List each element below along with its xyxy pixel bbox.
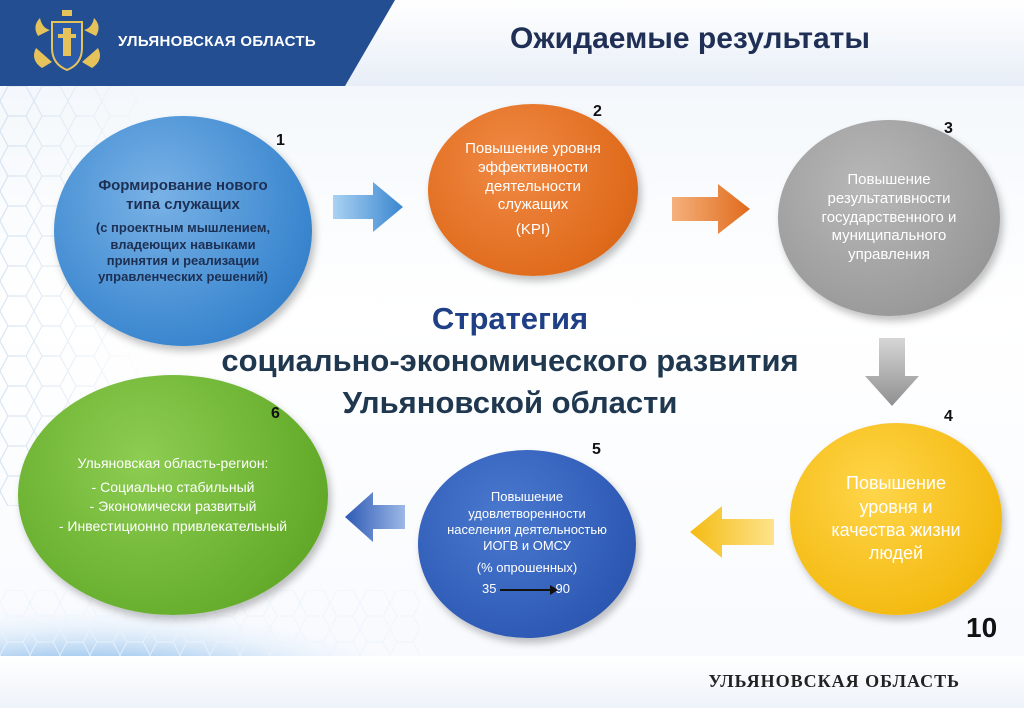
result-node-4: Повышение уровня и качества жизни людей xyxy=(790,423,1002,615)
node-number: 3 xyxy=(944,120,953,137)
strategy-title: Стратегия социально-экономического разви… xyxy=(160,298,860,424)
result-node-3: Повышение результативности государственн… xyxy=(778,120,1000,316)
arrow-right-icon xyxy=(500,584,558,595)
node-title: Повышение уровня и качества жизни людей xyxy=(831,473,961,564)
result-node-5: Повышение удовлетворенности населения де… xyxy=(418,450,636,638)
arrow-right-icon xyxy=(672,184,750,234)
node-title: Ульяновская область-регион: xyxy=(77,455,269,471)
node-list-item: - Социально стабильный xyxy=(91,478,255,495)
node-detail: (с проектным мышлением, владеющих навыка… xyxy=(95,220,271,284)
page-number: 10 xyxy=(966,612,998,643)
footer-bar xyxy=(0,656,1024,708)
node-title: Повышение результативности государственн… xyxy=(821,171,957,264)
result-node-1: Формирование нового типа служащих (с про… xyxy=(54,116,312,346)
node-list-item: - Экономически развитый xyxy=(89,498,257,514)
result-node-2: Повышение уровня эффективности деятельно… xyxy=(428,104,638,276)
node-title: Формирование нового типа служащих xyxy=(98,176,268,213)
strategy-line-1: Стратегия xyxy=(431,301,589,336)
coat-of-arms-icon xyxy=(34,10,100,72)
header-title-panel xyxy=(345,0,1024,86)
result-node-6: Ульяновская область-регион: - Социально … xyxy=(18,375,328,615)
header-region-name: УЛЬЯНОВСКАЯ ОБЛАСТЬ xyxy=(118,33,316,50)
node-detail: (% опрошенных) xyxy=(476,560,578,576)
arrow-down-icon xyxy=(865,338,919,406)
arrow-right-icon xyxy=(333,182,403,232)
strategy-line-2: социально-экономического развития xyxy=(221,343,799,379)
arrow-left-icon xyxy=(690,506,774,558)
node-title: Повышение удовлетворенности населения де… xyxy=(447,489,607,554)
node-detail: (KPI) xyxy=(515,221,551,239)
footer-region-name: УЛЬЯНОВСКАЯ ОБЛАСТЬ xyxy=(708,671,960,691)
node-value-from: 35 xyxy=(482,580,497,596)
node-list-item: - Инвестиционно привлекательный xyxy=(58,517,288,534)
node-number: 6 xyxy=(271,405,280,422)
node-value-to: 90 xyxy=(555,580,570,596)
node-number: 1 xyxy=(276,132,285,149)
page-title: Ожидаемые результаты xyxy=(510,22,870,55)
node-value-change: 35 90 xyxy=(472,581,582,599)
node-title: Повышение уровня эффективности деятельно… xyxy=(465,140,601,214)
node-number: 5 xyxy=(592,441,601,458)
strategy-line-3: Ульяновской области xyxy=(342,385,678,421)
node-number: 4 xyxy=(944,408,953,425)
node-number: 2 xyxy=(593,103,602,120)
arrow-left-icon xyxy=(345,492,405,542)
